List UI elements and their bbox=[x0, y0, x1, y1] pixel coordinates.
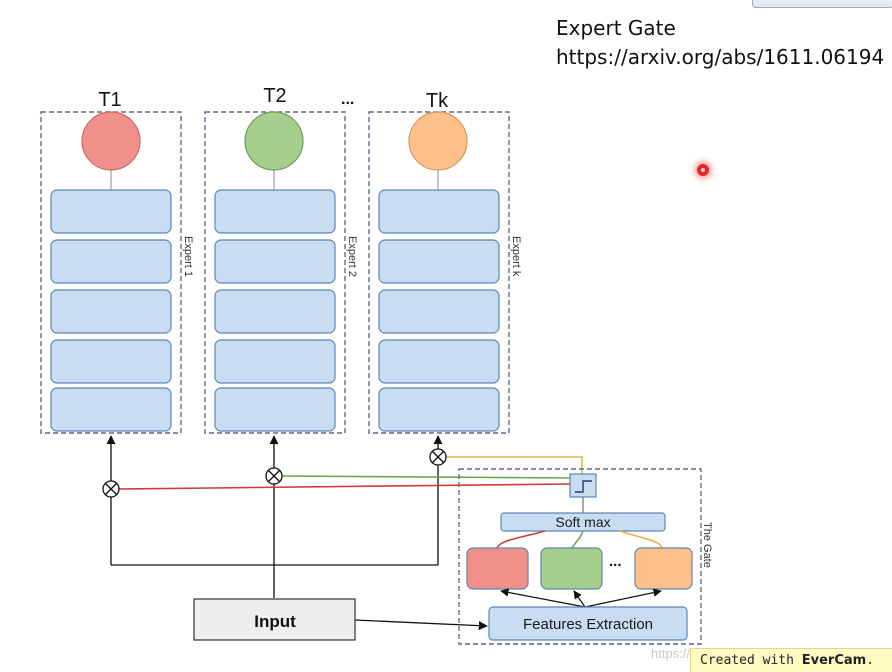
expert-k-layer bbox=[378, 189, 500, 234]
input-box bbox=[193, 598, 356, 641]
multiplier-node bbox=[265, 467, 283, 485]
expert-1-layer bbox=[50, 189, 172, 234]
evercam-brand: EverCam bbox=[801, 653, 867, 668]
expert-1-output-node bbox=[81, 111, 141, 171]
softmax-label: Soft max bbox=[555, 514, 610, 530]
expert-1-layer bbox=[50, 339, 172, 384]
expert-1: T1 Expert 1 bbox=[40, 89, 194, 434]
expert-2-side-label: Expert 2 bbox=[346, 236, 358, 277]
expert-k-layer bbox=[378, 387, 500, 432]
features-extraction-label: Features Extraction bbox=[523, 616, 653, 633]
multiplier-node bbox=[429, 448, 447, 466]
expert-2-layer bbox=[214, 387, 336, 432]
autoencoder-ellipsis: ... bbox=[609, 553, 622, 570]
evercam-prefix: Created with bbox=[700, 653, 802, 668]
multiplier-node bbox=[102, 480, 120, 498]
window-toolbar-fragment bbox=[752, 0, 892, 8]
expert-2-layer bbox=[214, 189, 336, 234]
expert-1-layer bbox=[50, 387, 172, 432]
gate-line-green bbox=[281, 475, 571, 479]
expert-2-task-label: T2 bbox=[263, 85, 286, 107]
input-routing bbox=[106, 435, 488, 631]
gate-line-red bbox=[118, 483, 571, 490]
expert-k-task-label: Tk bbox=[426, 90, 449, 112]
expert-1-layer bbox=[50, 239, 172, 284]
gate-signal-lines bbox=[118, 456, 583, 490]
expert-ellipsis: ... bbox=[341, 91, 354, 108]
expert-2-layer bbox=[214, 289, 336, 334]
slide-title: Expert Gate bbox=[556, 16, 676, 40]
gate-line-orange bbox=[446, 456, 583, 474]
evercam-badge: Created with EverCam. bbox=[690, 648, 892, 672]
gate-module: The Gate Soft max ... Features Extractio… bbox=[458, 468, 713, 645]
expert-2: T2 ... Expert 2 bbox=[204, 85, 358, 434]
expert-1-side-label: Expert 1 bbox=[182, 236, 194, 277]
expert-2-output-node bbox=[244, 111, 304, 171]
expert-2-layer bbox=[214, 239, 336, 284]
evercam-suffix: . bbox=[866, 653, 875, 668]
autoencoder-1 bbox=[466, 547, 529, 590]
input-block: Input bbox=[193, 598, 356, 641]
expert-1-layer bbox=[50, 289, 172, 334]
gate-box bbox=[458, 468, 702, 645]
cursor-highlight-icon bbox=[697, 164, 709, 176]
features-extraction-box bbox=[488, 606, 688, 641]
autoencoder-k bbox=[634, 547, 693, 590]
expert-2-layer bbox=[214, 339, 336, 384]
slide-title-block: Expert Gate https://arxiv.org/abs/1611.0… bbox=[556, 14, 884, 72]
expert-1-task-label: T1 bbox=[98, 89, 121, 111]
paper-url: https://arxiv.org/abs/1611.06194 bbox=[556, 45, 885, 69]
expert-k-box bbox=[368, 111, 510, 434]
input-label: Input bbox=[254, 612, 296, 631]
expert-k-layer bbox=[378, 289, 500, 334]
expert-k-side-label: Expert k bbox=[510, 236, 522, 277]
autoencoder-2 bbox=[540, 547, 603, 590]
expert-k: Tk Expert k bbox=[368, 90, 522, 434]
expert-k-output-node bbox=[408, 111, 468, 171]
gate-label: The Gate bbox=[701, 522, 713, 568]
expert-k-layer bbox=[378, 239, 500, 284]
expert-1-box bbox=[40, 111, 182, 434]
expert-k-layer bbox=[378, 339, 500, 384]
expert-2-box bbox=[204, 111, 346, 434]
